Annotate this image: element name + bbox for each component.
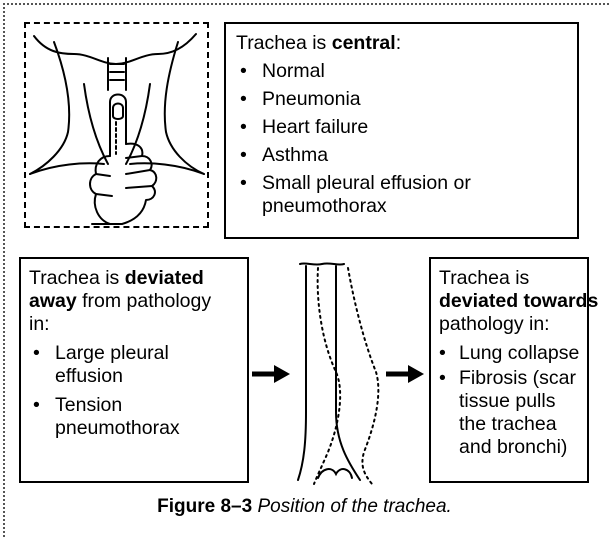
- deviated-trachea-icon: [292, 262, 386, 488]
- neck-illustration-box: [24, 22, 209, 228]
- list-item: Normal: [236, 60, 567, 83]
- right-arrow-icon: [250, 362, 292, 386]
- list-item: Heart failure: [236, 116, 567, 139]
- away-conditions-list: Large pleural effusion Tension pneumotho…: [29, 342, 189, 440]
- central-heading: Trachea is central:: [236, 32, 567, 55]
- deviated-towards-box: Trachea is deviated towards pathology in…: [429, 257, 589, 483]
- towards-heading: Trachea is deviated towards pathology in…: [439, 267, 581, 336]
- outer-frame-top: [3, 3, 609, 5]
- list-item: Pneumonia: [236, 88, 567, 111]
- list-item: Asthma: [236, 144, 567, 167]
- towards-conditions-list: Lung collapse Fibrosis (scar tissue pull…: [435, 342, 581, 459]
- list-item: Fibrosis (scar tissue pulls the trachea …: [435, 367, 581, 459]
- list-item: Tension pneumothorax: [29, 394, 189, 440]
- list-item: Small pleural effusion or pneumothorax: [236, 172, 487, 218]
- figure-caption: Figure 8–3 Position of the trachea.: [0, 495, 609, 518]
- right-arrow-icon: [384, 362, 426, 386]
- away-heading: Trachea is deviated away from pathology …: [29, 267, 239, 336]
- deviated-away-box: Trachea is deviated away from pathology …: [19, 257, 249, 483]
- central-conditions-list: Normal Pneumonia Heart failure Asthma Sm…: [236, 60, 567, 218]
- list-item: Large pleural effusion: [29, 342, 189, 388]
- list-item: Lung collapse: [435, 342, 581, 365]
- outer-frame-left: [3, 3, 5, 537]
- finger-palpating-trachea-icon: [26, 24, 207, 226]
- central-trachea-box: Trachea is central: Normal Pneumonia Hea…: [224, 22, 579, 239]
